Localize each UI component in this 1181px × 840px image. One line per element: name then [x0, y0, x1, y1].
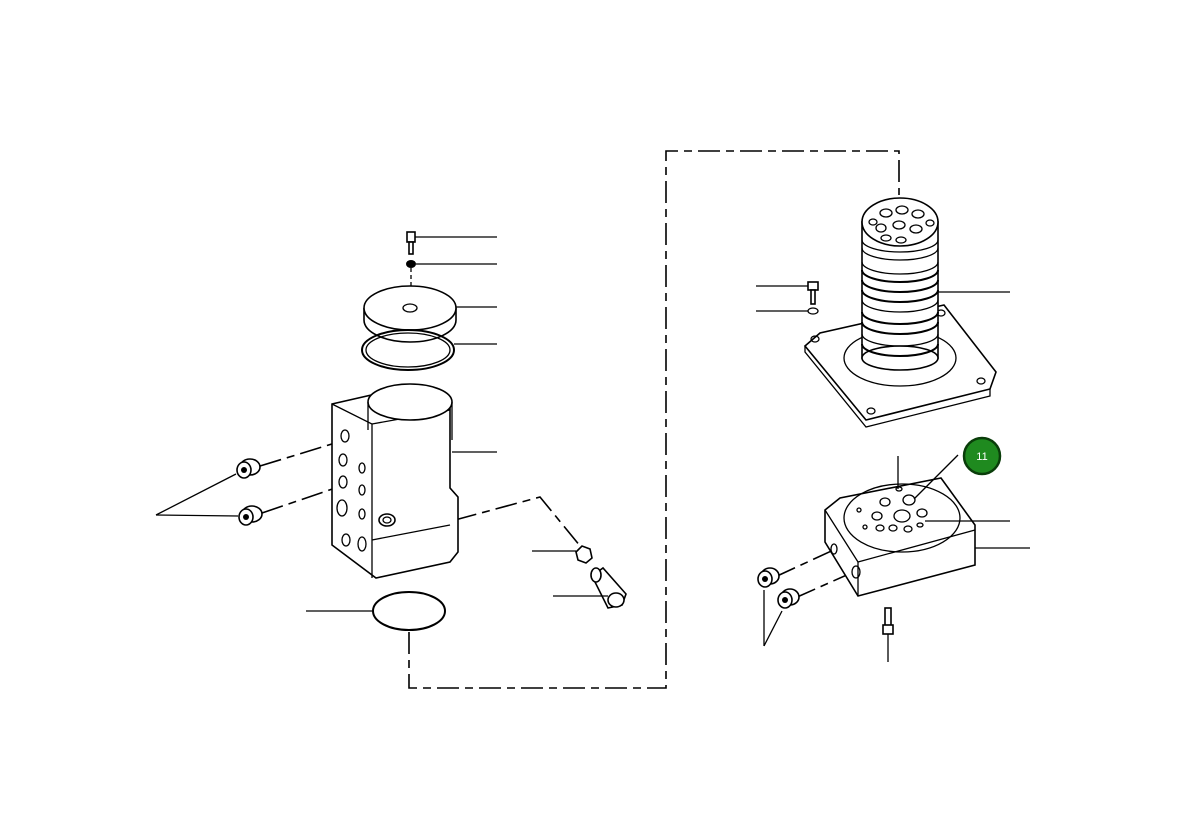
callout-11-label: 11	[976, 451, 987, 463]
flange-bolt	[756, 281, 819, 305]
o-ring-lower	[306, 591, 446, 631]
hex-nut	[532, 545, 593, 564]
valve-plate-cap-screw	[882, 607, 894, 662]
o-ring-upper	[361, 329, 497, 371]
filter-stack	[861, 197, 1010, 371]
housing-port-plug	[378, 513, 396, 527]
screw-plug-left-2	[238, 505, 263, 526]
valve-housing	[331, 383, 497, 579]
flange-washer	[756, 307, 819, 315]
cap-screw-top	[406, 231, 497, 255]
lock-washer-top	[406, 260, 497, 290]
banjo-bolt	[553, 566, 627, 609]
screw-plug-left-1	[236, 458, 261, 479]
valve-plate	[824, 454, 1030, 597]
callout-11[interactable]: 11	[962, 436, 1002, 476]
callout-11-circle[interactable]	[962, 436, 1002, 476]
valve-plate-plug-leader	[763, 590, 783, 647]
valve-plate-screw-plug-2	[777, 588, 800, 609]
valve-plate-screw-plug-1	[757, 567, 780, 588]
screw-plug-leader	[155, 473, 239, 517]
